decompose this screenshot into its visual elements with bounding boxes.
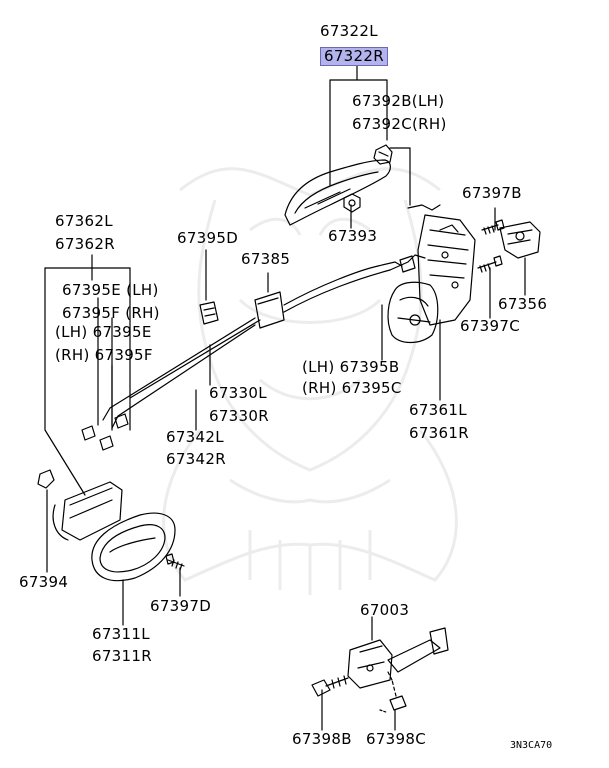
label-67398b: 67398B — [292, 730, 352, 748]
label-67397b: 67397B — [462, 184, 522, 202]
label-67392b: 67392B(LH) — [352, 92, 445, 110]
label-67385: 67385 — [241, 250, 291, 268]
bolt-67398c — [379, 671, 407, 713]
label-67342l: 67342L — [166, 428, 224, 446]
label-67361r: 67361R — [409, 424, 469, 442]
label-67395f-rh: 67395F (RH) — [62, 304, 160, 322]
label-67356: 67356 — [498, 295, 548, 313]
label-67395e-lh: 67395E (LH) — [62, 281, 159, 299]
label-67003: 67003 — [360, 601, 410, 619]
label-67392c: 67392C(RH) — [352, 115, 447, 133]
label-67395b: (LH) 67395B — [302, 358, 400, 376]
handle-bushing — [373, 144, 393, 165]
door-latch-assembly — [387, 214, 476, 344]
diagram-code: 3N3CA70 — [510, 740, 553, 751]
leader-lines — [44, 65, 526, 731]
nut — [343, 193, 361, 213]
striker — [499, 221, 541, 259]
label-67361l: 67361L — [409, 401, 467, 419]
bolt-67398b — [311, 675, 349, 697]
clip-67395d — [199, 301, 219, 325]
screw-67397d — [165, 553, 185, 571]
rod-clips — [81, 413, 129, 451]
label-67322r-highlighted[interactable]: 67322R — [320, 47, 388, 66]
outside-handle — [284, 159, 391, 226]
label-67394: 67394 — [19, 573, 69, 591]
label-67398c: 67398C — [366, 730, 426, 748]
door-check — [347, 627, 449, 689]
label-67330r: 67330R — [209, 407, 269, 425]
label-67395f-rh-2: (RH) 67395F — [55, 346, 153, 364]
label-67395d: 67395D — [177, 229, 239, 247]
label-67311l: 67311L — [92, 625, 150, 643]
label-67397d: 67397D — [150, 597, 212, 615]
label-67395e-lh-2: (LH) 67395E — [55, 323, 152, 341]
inside-handle-bracket — [52, 481, 123, 541]
label-67330l: 67330L — [209, 384, 267, 402]
label-67393: 67393 — [328, 227, 378, 245]
cable-rods — [102, 254, 426, 429]
label-67395c: (RH) 67395C — [302, 379, 402, 397]
label-67362l: 67362L — [55, 212, 113, 230]
label-67311r: 67311R — [92, 647, 152, 665]
screw-67397b — [481, 219, 505, 235]
screw-67397c — [477, 255, 503, 273]
label-67397c: 67397C — [460, 317, 520, 335]
bushing-67394 — [37, 469, 55, 489]
label-67342r: 67342R — [166, 450, 226, 468]
label-67322l: 67322L — [320, 22, 378, 40]
clip-67395b — [399, 255, 416, 273]
inside-handle — [91, 512, 176, 582]
label-67362r: 67362R — [55, 235, 115, 253]
